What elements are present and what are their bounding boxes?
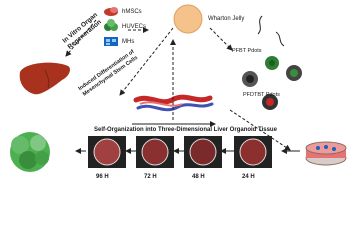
arrow-to-pdots (209, 27, 233, 51)
label-pfdtbt-pdots: PFDTBT Pdots (243, 92, 280, 98)
diagram-canvas (10, 4, 347, 172)
legend-wharton-jelly: Wharton Jelly (208, 16, 245, 22)
arrow-to-dish (229, 109, 291, 151)
liver-illustration (19, 62, 71, 95)
timepoint-label-96h: 96 H (96, 174, 109, 180)
timepoint-label-24h: 24 H (242, 174, 255, 180)
label-pfbt-pdots: PFBT Pdots (232, 48, 262, 54)
polymer-chain-icon (257, 15, 263, 35)
liver-organoid-photo (10, 132, 50, 172)
timepoint-photo-48h (184, 136, 222, 168)
label-self-organization: Self-Organization into Three-Dimensional… (94, 127, 277, 133)
mh-cell-icon (104, 37, 118, 46)
legend-mhs: MHs (122, 39, 135, 45)
timepoint-photo-24h (234, 136, 272, 168)
culture-dish-illustration (305, 141, 347, 166)
huvec-cell-icon (104, 19, 118, 31)
timepoint-photo-96h (88, 136, 126, 168)
timepoint-label-72h: 72 H (144, 174, 157, 180)
arrow-to-liver (65, 19, 97, 57)
hmsc-cell-icon (104, 7, 118, 16)
pdot-nanoparticles (242, 56, 302, 110)
timepoint-label-48h: 48 H (192, 174, 205, 180)
wharton-jelly-sphere (173, 4, 203, 34)
legend-hmscs: hMSCs (122, 9, 142, 15)
timepoint-photo-72h (136, 136, 174, 168)
vascular-scaffold-illustration (133, 94, 214, 112)
legend-huvecs: HUVECs (122, 24, 147, 30)
arrow-to-differentiation (119, 27, 174, 96)
